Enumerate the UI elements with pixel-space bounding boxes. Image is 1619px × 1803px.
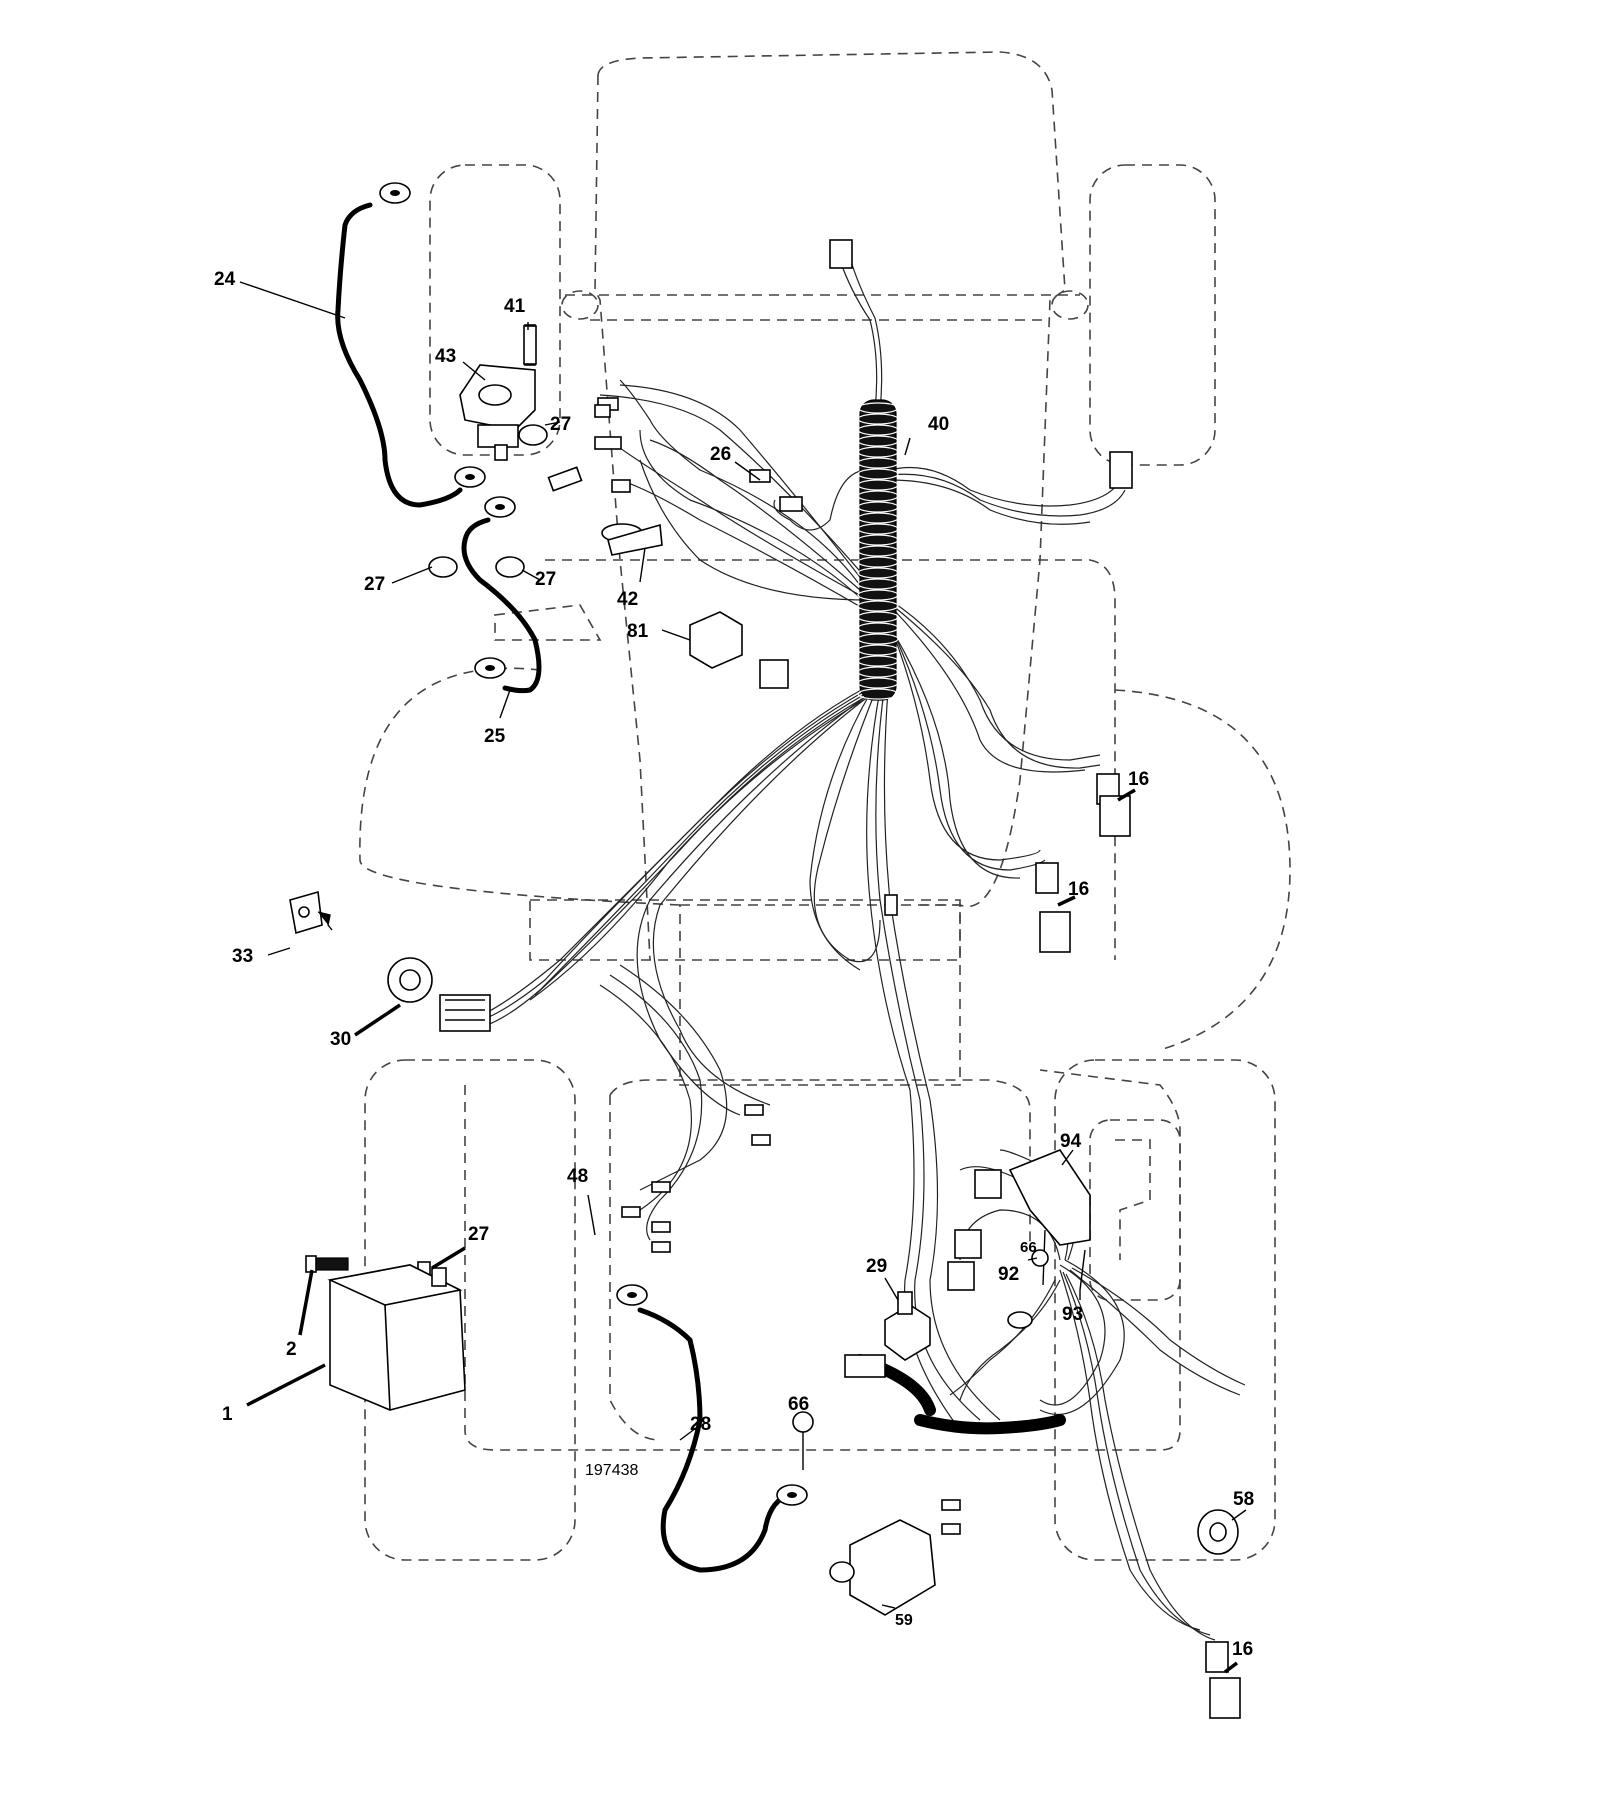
callout-93: 93 [1062, 1304, 1083, 1325]
bolt-41 [523, 325, 537, 365]
leader-lines [239, 281, 1247, 1674]
callout-16: 16 [1128, 769, 1149, 790]
ignition-key [289, 890, 333, 935]
loom-ring [857, 534, 899, 546]
callout-27: 27 [364, 574, 385, 595]
nut [417, 424, 548, 1277]
callout-24: 24 [214, 269, 236, 290]
loom-ring [857, 457, 899, 469]
loom-ring [857, 644, 899, 656]
callout-29: 29 [866, 1256, 887, 1277]
callout-42: 42 [617, 589, 638, 610]
cable-25 [461, 517, 542, 694]
callout-30: 30 [330, 1029, 351, 1050]
loom-rings [857, 402, 899, 700]
callout-66: 66 [788, 1394, 809, 1415]
loom-ring [857, 589, 899, 601]
buzzer [1197, 1509, 1239, 1555]
callout-16: 16 [1068, 879, 1089, 900]
loom-ring [857, 545, 899, 557]
loom-ring [857, 413, 899, 425]
loom-ring [857, 446, 899, 458]
module [1008, 1149, 1091, 1246]
callout-27: 27 [468, 1224, 489, 1245]
battery-cables [335, 202, 793, 1573]
loom-ring [857, 578, 899, 590]
callout-66: 66 [1020, 1239, 1037, 1256]
battery [327, 1264, 466, 1411]
loom-ring [857, 402, 899, 414]
bolt [305, 1255, 349, 1273]
callout-labels: 24 41 43 27 27 27 25 26 40 42 81 16 16 3… [214, 269, 1254, 1660]
loom-ring [857, 567, 899, 579]
callout-26: 26 [710, 444, 731, 465]
loom-ring [857, 490, 899, 502]
callout-27: 27 [550, 414, 571, 435]
callout-27: 27 [535, 569, 556, 590]
loom-ring [857, 611, 899, 623]
loom-ring [857, 556, 899, 568]
screw [792, 1229, 1086, 1470]
callout-48: 48 [567, 1166, 588, 1187]
loom-ring [857, 622, 899, 634]
seat-switch [884, 1291, 931, 1361]
loom-ring [857, 633, 899, 645]
callout-92: 92 [998, 1264, 1019, 1285]
loom-ring [857, 435, 899, 447]
callout-41: 41 [504, 296, 526, 317]
callout-94: 94 [1060, 1131, 1082, 1152]
callout-28: 28 [690, 1414, 711, 1435]
loom-ring [857, 688, 899, 700]
loom-ring [857, 666, 899, 678]
loom-ring [857, 512, 899, 524]
loom-ring [857, 501, 899, 513]
loom-ring [857, 677, 899, 689]
relay [689, 611, 743, 669]
ignition-module [829, 1519, 936, 1616]
wire-bundles [464, 257, 1246, 1641]
callout-1: 1 [222, 1404, 233, 1425]
loom-ring [857, 655, 899, 667]
callout-2: 2 [286, 1339, 297, 1360]
callout-33: 33 [232, 946, 253, 967]
fuse-holder [601, 523, 663, 556]
ring-terminal [379, 182, 1033, 1506]
callout-16: 16 [1232, 1639, 1253, 1660]
ignition-switch [387, 957, 491, 1032]
parts [289, 182, 1241, 1719]
loom-ring [857, 468, 899, 480]
callout-40: 40 [928, 414, 949, 435]
figure-number: 197438 [585, 1462, 638, 1479]
cable-28 [637, 1307, 793, 1573]
loom-ring [857, 600, 899, 612]
connector [547, 239, 1241, 1719]
tractor-outline [359, 51, 1291, 1561]
harness-loom [854, 399, 1066, 1435]
cable-24 [335, 202, 463, 508]
callout-25: 25 [484, 726, 506, 747]
loom-ring [857, 523, 899, 535]
callout-43: 43 [435, 346, 456, 367]
loom-ring [857, 479, 899, 491]
callout-81: 81 [627, 621, 649, 642]
callout-58: 58 [1233, 1489, 1254, 1510]
loom-ring [857, 424, 899, 436]
callout-59: 59 [895, 1612, 913, 1629]
